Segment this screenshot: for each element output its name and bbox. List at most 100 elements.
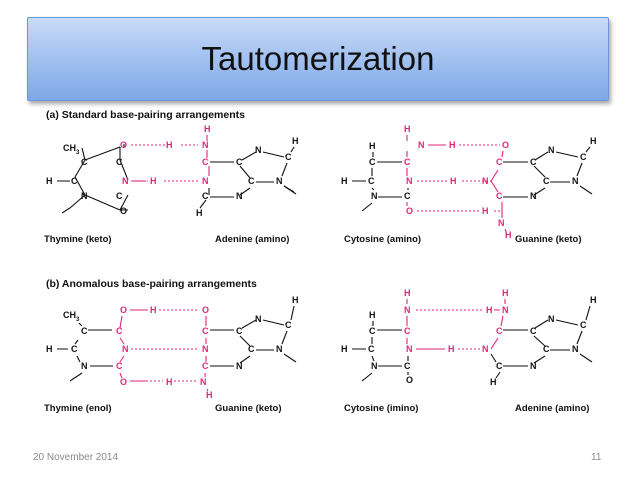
atom-n: N <box>530 361 537 371</box>
atom-h: H <box>292 136 299 146</box>
guanine-pink-bonds <box>490 150 507 233</box>
thymine-sugar-wedge <box>69 372 83 382</box>
atom-o: O <box>120 305 127 315</box>
base-label: Thymine (keto) <box>44 234 112 245</box>
atom-c: C <box>404 361 411 371</box>
atom-o: O <box>202 305 209 315</box>
atom-h: H <box>502 288 509 298</box>
atom-c: C <box>71 344 78 354</box>
atom-h: H <box>369 310 376 320</box>
atom-ch3: CH3 <box>63 310 80 323</box>
atom-c: C <box>543 344 550 354</box>
adenine-pink-bonds <box>490 299 506 350</box>
atom-h: H <box>448 344 455 354</box>
thymine-substituent-bonds <box>57 144 128 211</box>
atom-n: N <box>255 145 262 155</box>
atom-n: N <box>548 145 555 155</box>
atom-h: H <box>292 295 299 305</box>
atom-h: H <box>166 377 173 387</box>
atom-c: C <box>404 326 411 336</box>
atom-n: N <box>202 344 209 354</box>
atom-c: C <box>496 361 503 371</box>
atom-n: N <box>202 176 209 186</box>
atom-c: C <box>236 157 243 167</box>
adenine-ring-bonds <box>199 146 295 209</box>
atom-n: N <box>81 361 88 371</box>
guanine-ring-bonds <box>503 146 591 198</box>
atom-h: H <box>449 140 456 150</box>
atom-n: N <box>482 176 489 186</box>
pair-thymine-enol-guanine: CH3 C H C N C N C O O H H O C N C N H C … <box>44 295 299 414</box>
atom-c: C <box>71 176 78 186</box>
guanine-sugar-wedge <box>283 353 297 363</box>
atom-h: H <box>166 140 173 150</box>
atom-c: C <box>496 157 503 167</box>
slide-title-box: Tautomerization <box>27 17 609 101</box>
cytosine-sugar-wedge <box>361 202 373 212</box>
atom-h: H <box>206 390 213 400</box>
atom-h: H <box>150 305 157 315</box>
base-label: Adenine (amino) <box>515 403 589 414</box>
slide-date: 20 November 2014 <box>33 452 119 463</box>
atom-o: O <box>406 375 413 385</box>
atom-c: C <box>543 176 550 186</box>
cytosine-pink-bonds <box>406 299 445 350</box>
slide-page-number: 11 <box>591 452 602 463</box>
atom-n: N <box>530 191 537 201</box>
section-b-heading: (b) Anomalous base-pairing arrangements <box>46 278 257 290</box>
atom-h: H <box>590 136 597 146</box>
cytosine-sugar-wedge <box>361 372 373 382</box>
atom-c: C <box>404 191 411 201</box>
cytosine-ring-bonds <box>352 152 409 198</box>
hydrogen-bonds <box>131 144 198 182</box>
atom-h: H <box>482 206 489 216</box>
atom-n: N <box>122 344 129 354</box>
adenine-ring-bonds <box>503 305 591 367</box>
atom-c: C <box>580 152 587 162</box>
atom-c: C <box>116 157 123 167</box>
atom-h: H <box>341 176 348 186</box>
atom-c: C <box>496 191 503 201</box>
atom-n: N <box>236 361 243 371</box>
atom-c: C <box>116 191 123 201</box>
atom-h: H <box>404 124 411 134</box>
atom-h: H <box>46 176 53 186</box>
adenine-sugar-wedge <box>579 353 593 363</box>
atom-c: C <box>496 326 503 336</box>
guanine-sugar-wedge <box>579 185 593 195</box>
hydrogen-bonds <box>130 309 198 382</box>
guanine-ring-bonds <box>210 305 295 367</box>
atom-n: N <box>276 176 283 186</box>
atom-c: C <box>202 157 209 167</box>
guanine-pink-bonds <box>204 316 209 392</box>
atom-c: C <box>202 361 209 371</box>
cytosine-ring-bonds <box>352 321 409 375</box>
atom-c: C <box>248 344 255 354</box>
atom-h: H <box>450 176 457 186</box>
atom-c: C <box>116 361 123 371</box>
atom-c: C <box>81 157 88 167</box>
atom-o: O <box>120 377 127 387</box>
atom-c: C <box>368 176 375 186</box>
atom-n: N <box>371 191 378 201</box>
pair-cytosine-imino-adenine: H N C N H H C H C N C O H H N C N C H C … <box>341 288 597 414</box>
atom-n: N <box>482 344 489 354</box>
atom-c: C <box>81 326 88 336</box>
atom-h: H <box>590 295 597 305</box>
atom-o: O <box>406 206 413 216</box>
atom-c: C <box>530 157 537 167</box>
thymine-sugar-wedge <box>61 207 71 214</box>
atom-n: N <box>498 218 505 228</box>
atom-n: N <box>81 191 88 201</box>
atom-n: N <box>404 305 411 315</box>
atom-n: N <box>236 191 243 201</box>
atom-n: N <box>406 344 413 354</box>
thymine-ring-bonds <box>57 329 113 367</box>
pair-cytosine-guanine: H N H C N O H C H C N C O C H N C H N H … <box>341 124 597 245</box>
atom-c: C <box>116 326 123 336</box>
atom-c: C <box>368 344 375 354</box>
atom-ch3: CH3 <box>63 143 80 156</box>
atom-n: N <box>255 314 262 324</box>
atom-o: O <box>120 206 127 216</box>
